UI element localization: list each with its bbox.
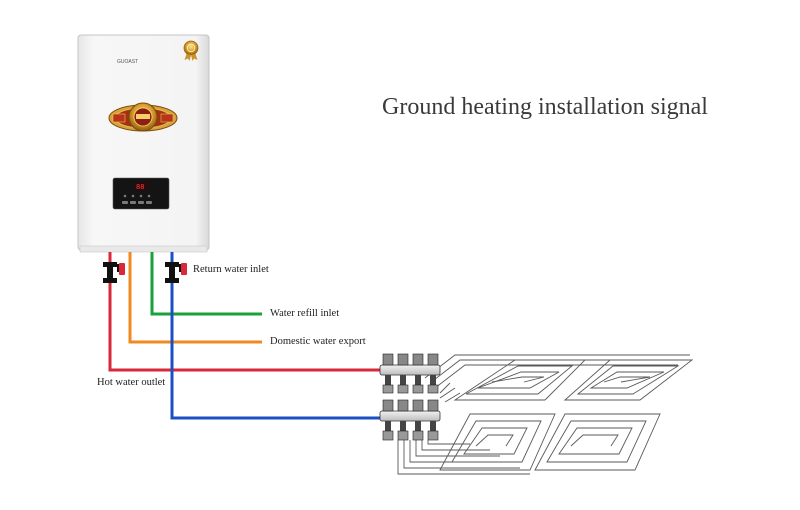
label-domestic-water-export: Domestic water export: [270, 336, 366, 347]
gold-award-badge-icon: [183, 40, 199, 61]
heating-loop: [439, 413, 556, 471]
brand-text: GUOAST: [117, 59, 138, 65]
pipes: [108, 252, 384, 420]
boiler-unit: GUOAST 88: [77, 34, 210, 253]
valve-icon: [165, 262, 187, 283]
heating-loop: [563, 359, 694, 401]
manifold-icon: [379, 353, 441, 441]
label-water-refill-inlet: Water refill inlet: [270, 308, 340, 319]
control-panel: 88: [112, 177, 170, 210]
domestic-water-pipe: [128, 252, 262, 344]
control-buttons: [122, 194, 152, 204]
display-readout: 88: [136, 183, 144, 191]
refill-water-pipe: [150, 252, 262, 316]
valve-icon: [103, 262, 125, 283]
gold-emblem-icon: [108, 102, 178, 132]
label-return-water-inlet: Return water inlet: [193, 264, 269, 275]
floor-heating-coils: [397, 354, 694, 475]
hot-water-pipe: [108, 252, 384, 372]
diagram-title: Ground heating installation signal: [382, 94, 708, 120]
label-hot-water-outlet: Hot water outlet: [97, 377, 166, 388]
heating-loop: [534, 413, 661, 471]
return-water-pipe: [170, 252, 384, 420]
heating-loop: [453, 359, 587, 401]
